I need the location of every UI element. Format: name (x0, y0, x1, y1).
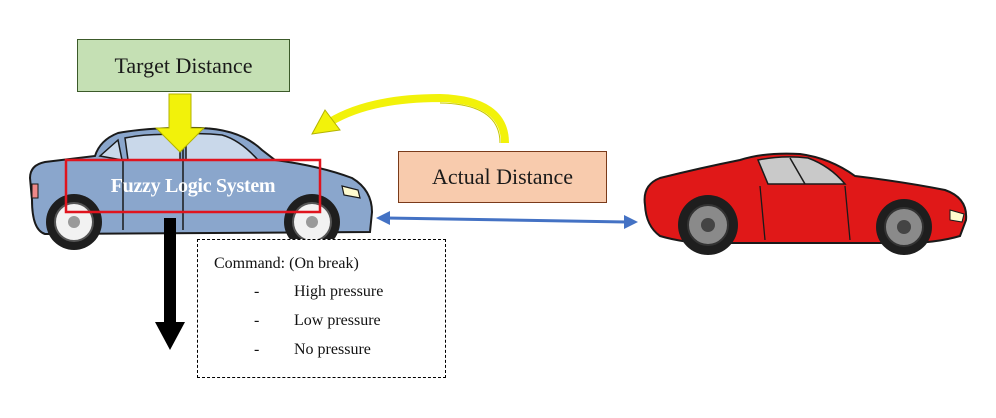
target-input-arrow (154, 93, 206, 153)
distance-double-arrow (376, 211, 638, 229)
command-item: - High pressure (214, 283, 445, 301)
command-item-dash: - (254, 283, 260, 300)
command-item-text: Low pressure (294, 312, 381, 329)
actual-distance-box: Actual Distance (398, 151, 607, 203)
fuzzy-logic-system-label: Fuzzy Logic System (110, 174, 276, 197)
command-box: Command: (On break) - High pressure - Lo… (197, 239, 446, 378)
output-command-arrow (155, 218, 185, 350)
feedback-curved-arrow (311, 93, 509, 144)
command-title: Command: (On break) (214, 255, 359, 272)
command-item-dash: - (254, 312, 260, 329)
command-item-dash: - (254, 341, 260, 358)
actual-distance-label: Actual Distance (431, 164, 574, 189)
command-item-text: High pressure (294, 283, 384, 300)
target-distance-label: Target Distance (114, 52, 253, 78)
command-item: - Low pressure (214, 312, 445, 330)
fuzzy-logic-system-frame (64, 158, 322, 214)
command-item-text: No pressure (294, 341, 371, 358)
target-distance-box: Target Distance (77, 39, 290, 92)
blue-car-illustration (28, 126, 374, 250)
red-car-illustration (643, 152, 968, 255)
command-item: - No pressure (214, 341, 445, 359)
